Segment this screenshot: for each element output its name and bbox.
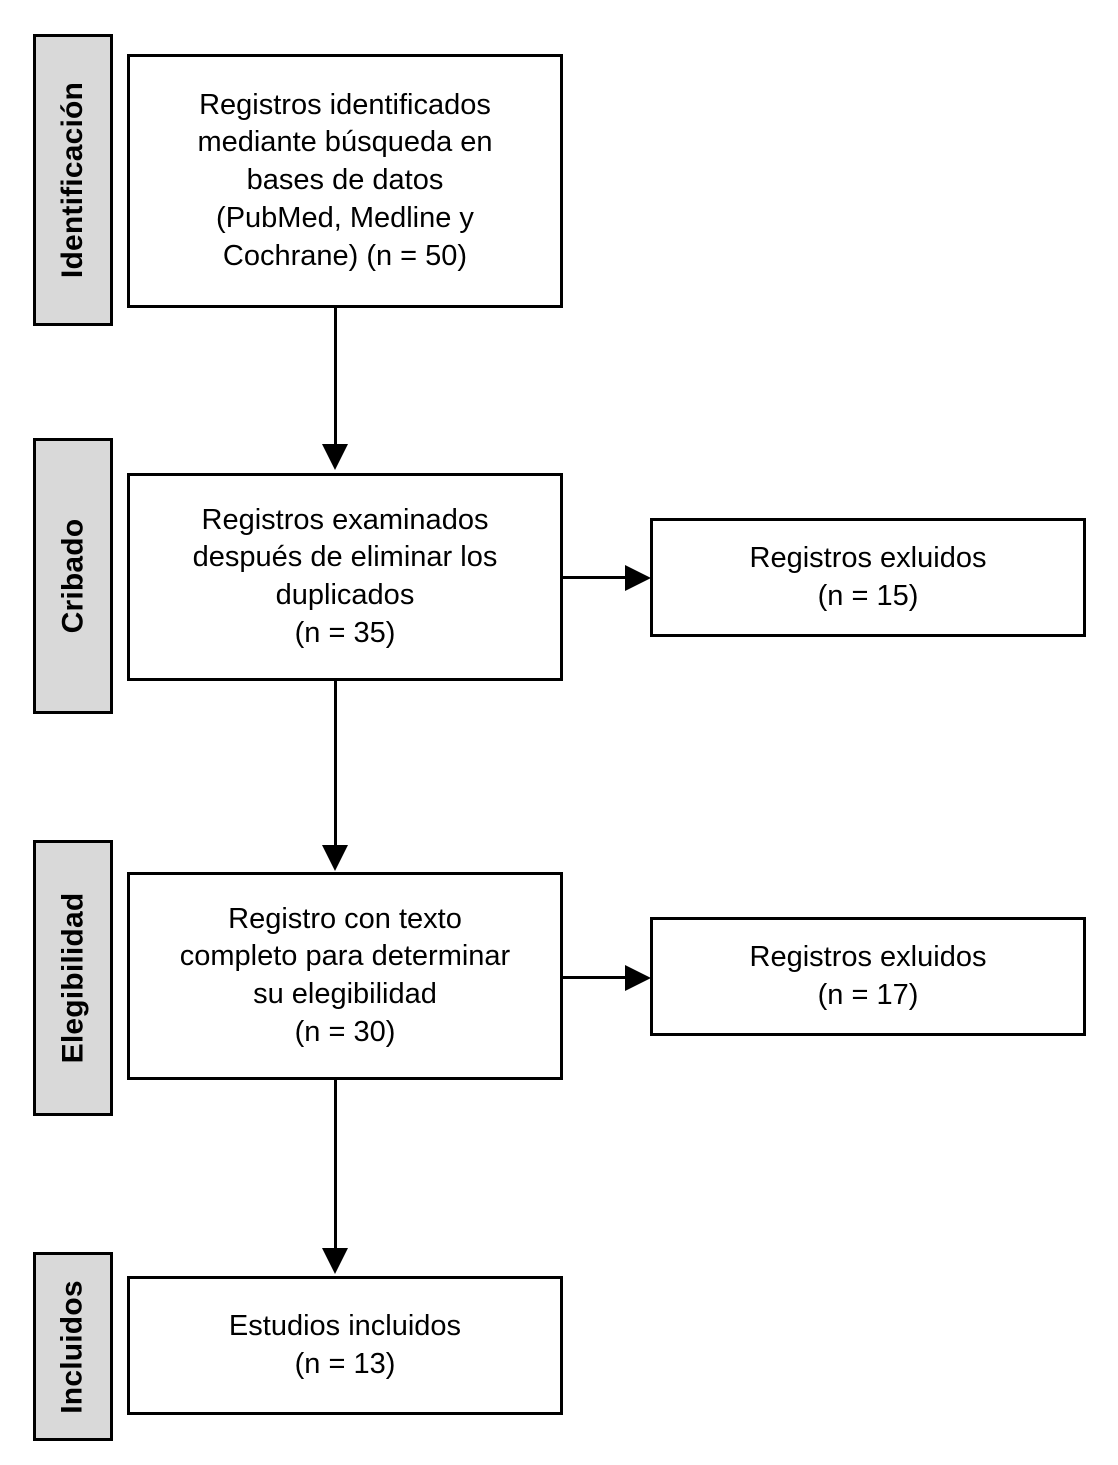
stage-label-elegibilidad-text: Elegibilidad (56, 892, 90, 1064)
arrowhead-eligibility-to-included (322, 1248, 348, 1274)
connector-screened-to-excluded (563, 576, 628, 579)
box-records-identified-text: Registros identificados mediante búsqued… (197, 88, 493, 272)
box-studies-included: Estudios incluidos (n = 13) (127, 1276, 563, 1415)
box-records-excluded-screening-text: Registros exluidos (n = 15) (749, 541, 987, 612)
box-records-excluded-eligibility: Registros exluidos (n = 17) (650, 917, 1086, 1036)
box-records-identified: Registros identificados mediante búsqued… (127, 54, 563, 308)
box-records-screened-text: Registros examinados después de eliminar… (192, 503, 498, 649)
arrowhead-screened-to-excluded (625, 565, 651, 591)
connector-screened-to-eligibility (334, 681, 337, 847)
stage-label-identificacion: Identificación (33, 34, 113, 326)
arrowhead-identified-to-screened (322, 444, 348, 470)
connector-eligibility-to-included (334, 1080, 337, 1250)
stage-label-incluidos: Incluidos (33, 1252, 113, 1441)
connector-eligibility-to-excluded (563, 976, 628, 979)
box-records-excluded-screening: Registros exluidos (n = 15) (650, 518, 1086, 637)
stage-label-identificacion-text: Identificación (56, 81, 90, 279)
box-full-text-eligibility-text: Registro con texto completo para determi… (179, 902, 511, 1048)
box-studies-included-text: Estudios incluidos (n = 13) (228, 1309, 462, 1380)
box-records-excluded-eligibility-text: Registros exluidos (n = 17) (749, 940, 987, 1011)
arrowhead-screened-to-eligibility (322, 845, 348, 871)
stage-label-cribado: Cribado (33, 438, 113, 714)
stage-label-incluidos-text: Incluidos (56, 1279, 90, 1414)
connector-identified-to-screened (334, 308, 337, 445)
box-records-screened: Registros examinados después de eliminar… (127, 473, 563, 681)
arrowhead-eligibility-to-excluded (625, 965, 651, 991)
box-full-text-eligibility: Registro con texto completo para determi… (127, 872, 563, 1080)
stage-label-elegibilidad: Elegibilidad (33, 840, 113, 1116)
stage-label-cribado-text: Cribado (56, 518, 89, 634)
